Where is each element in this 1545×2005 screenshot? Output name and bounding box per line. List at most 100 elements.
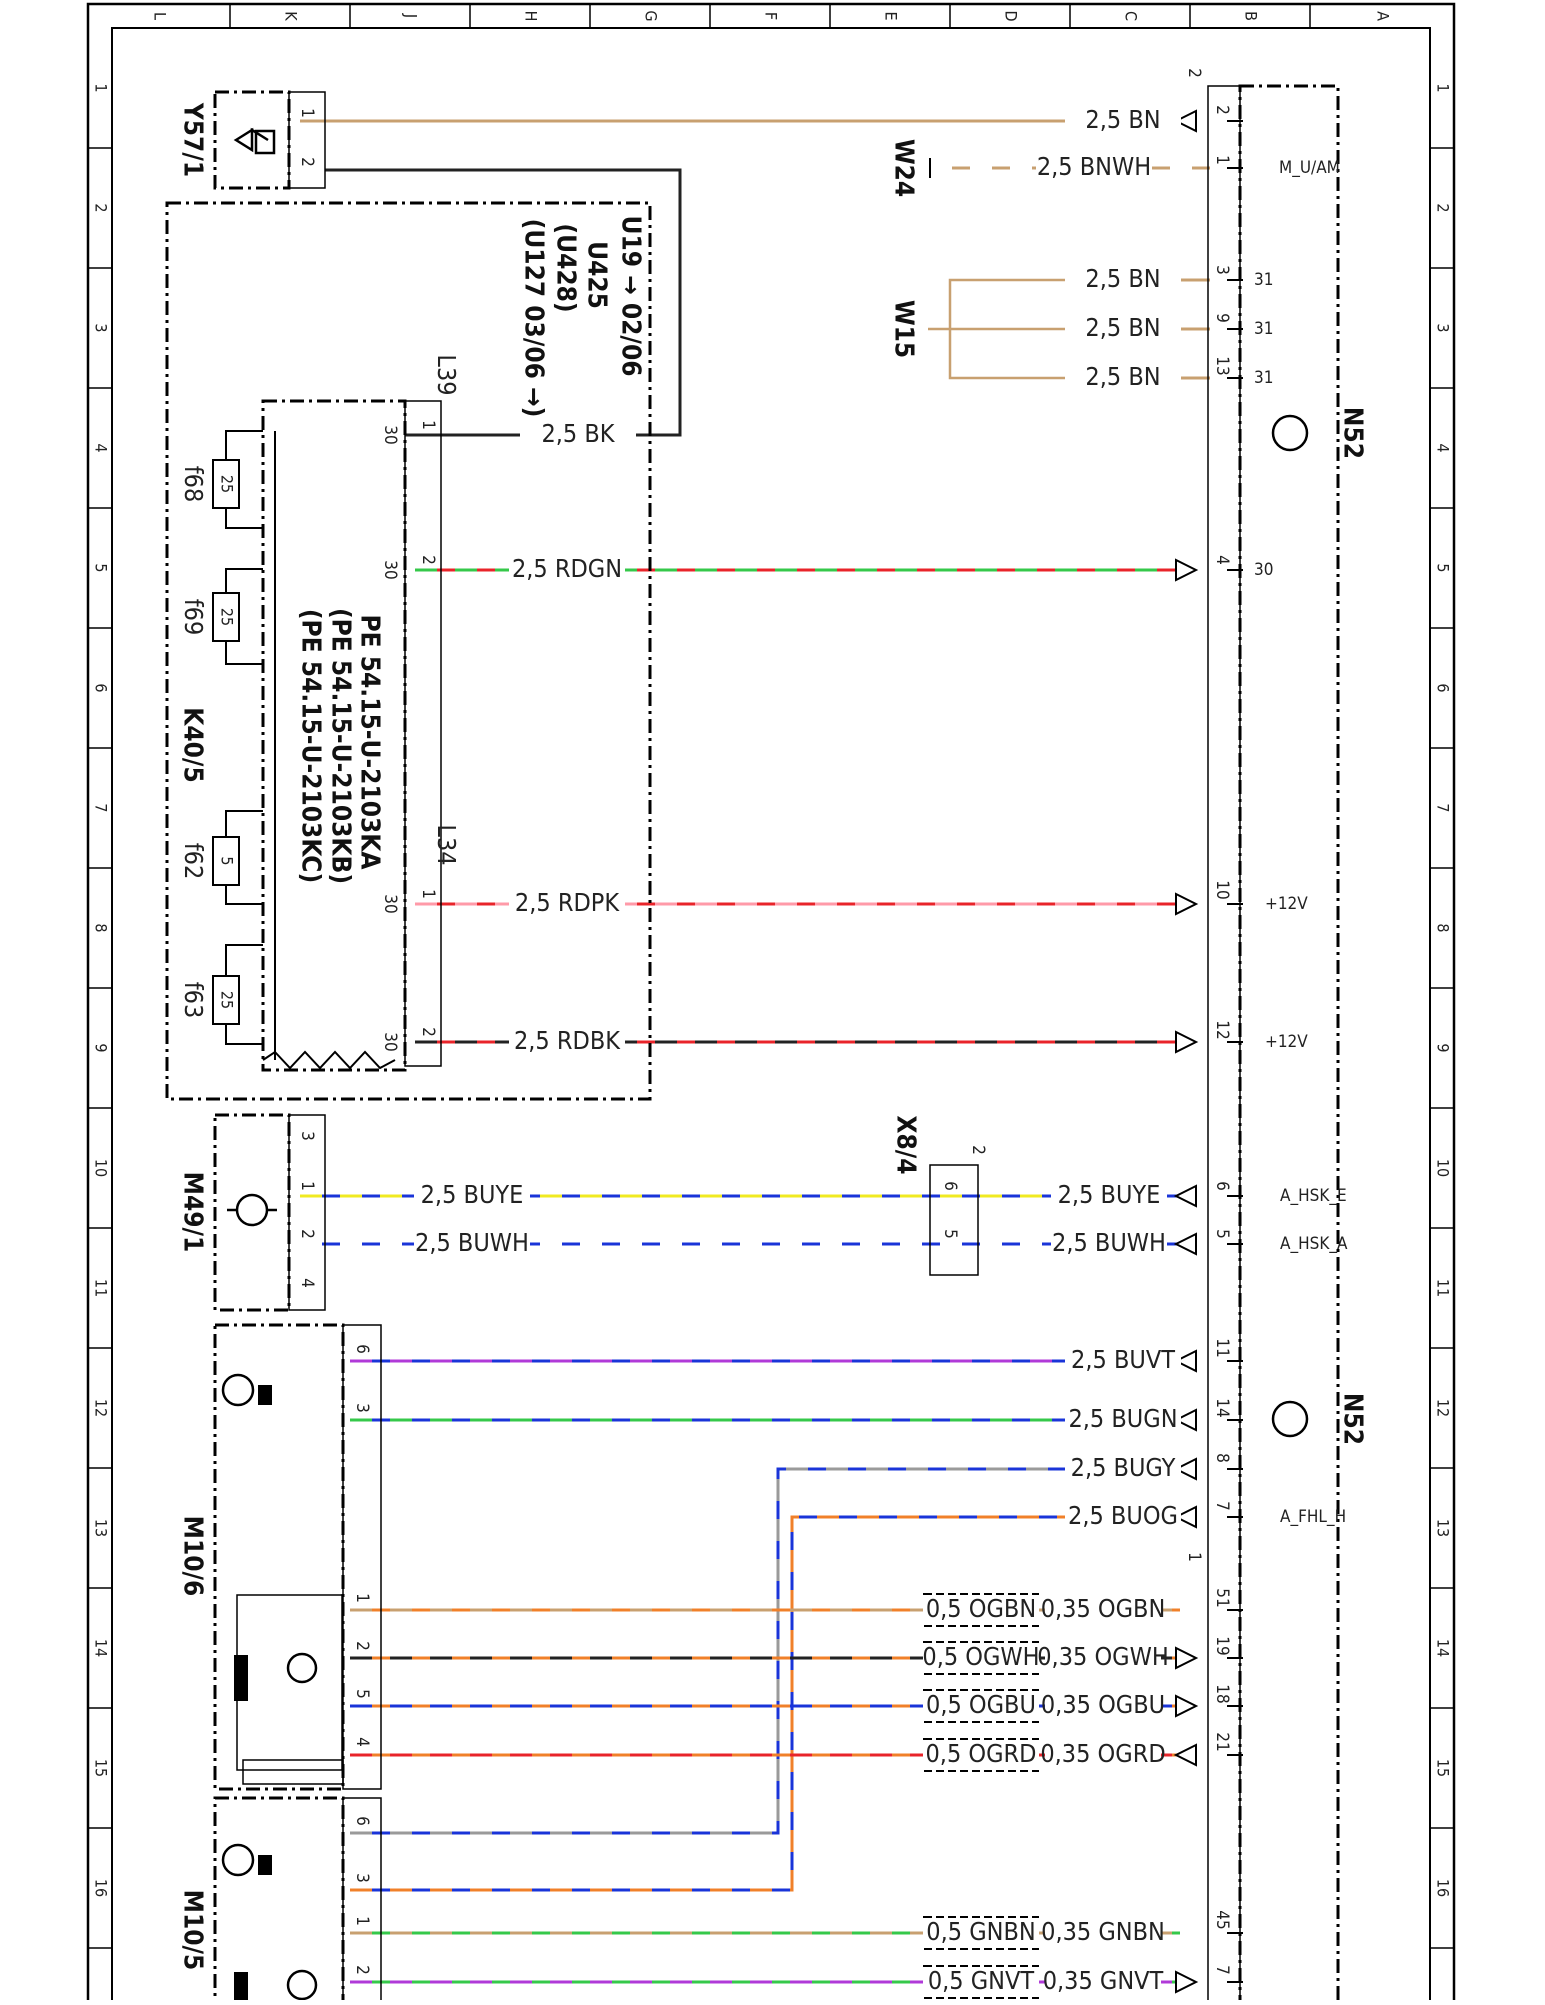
pin-number: 1 — [418, 889, 438, 899]
y57-connector — [288, 91, 326, 189]
connector-l39: L39 — [432, 354, 461, 395]
wire-label-bg — [923, 1740, 1039, 1770]
wire-label-bg — [1065, 1346, 1181, 1376]
pin-number: 11 — [1212, 1338, 1232, 1357]
pin-number: 2 — [1212, 105, 1232, 115]
row-label-right: 14 — [1434, 1639, 1453, 1657]
pin-number: 2 — [418, 1027, 438, 1037]
pin-number: 5 — [1212, 1229, 1232, 1239]
connector-arrow — [1173, 1743, 1197, 1767]
component-k40-5: K40/5 — [178, 707, 208, 783]
wire-label: 0,35 OGRD — [1040, 1739, 1165, 1768]
wire-label-bg — [1065, 265, 1181, 295]
signal-name: 30 — [1254, 560, 1273, 580]
signal-name: 31 — [1254, 319, 1273, 339]
pin-number: 8 — [1212, 1453, 1232, 1463]
pin-number: 5 — [352, 1689, 372, 1699]
connector-arrow — [1173, 1408, 1197, 1432]
signal-name: +12V — [1265, 1032, 1308, 1052]
signal-name: 31 — [1254, 368, 1273, 388]
wire-label: 2,5 BNWH — [1037, 152, 1151, 181]
pin-number: 6 — [352, 1816, 372, 1826]
connector-arrow — [1173, 1505, 1197, 1529]
pin-number: 2 — [352, 1641, 372, 1651]
pin-number: 1 — [1184, 1552, 1204, 1562]
fuse-label-f69: f69 — [179, 599, 208, 636]
fuse-f68 — [212, 459, 240, 509]
wire-label-bg — [509, 555, 625, 585]
pin-number: 21 — [1212, 1732, 1232, 1751]
wire-label-bg — [1065, 1454, 1181, 1484]
row-label-right: 13 — [1434, 1519, 1453, 1537]
m10-6-motor-symbol — [221, 1373, 255, 1407]
pin-number: 30 — [380, 894, 400, 913]
row-label-left: 13 — [92, 1519, 111, 1537]
note-u19: U19 → 02/06 — [616, 215, 646, 376]
pin-number: 3 — [1212, 265, 1232, 275]
pin-number: 10 — [1212, 880, 1232, 899]
row-label-right: 11 — [1434, 1279, 1453, 1297]
wire-label-bg — [923, 1691, 1039, 1721]
signal-name: M_U/AM — [1279, 158, 1340, 178]
wire-label-bg — [923, 1967, 1039, 1997]
k40-break-line — [262, 1050, 396, 1070]
signal-name: A_HSK_A — [1280, 1234, 1348, 1254]
wire-label: 2,5 RDBK — [514, 1026, 621, 1055]
connector-arrow — [1175, 1030, 1199, 1054]
wire-label: 2,5 RDPK — [515, 888, 620, 917]
row-label-right: 1 — [1434, 83, 1453, 92]
signal-name: A_FHL_H — [1280, 1507, 1346, 1527]
pin-number: 1 — [297, 108, 317, 118]
wire-label: 0,5 GNVT — [928, 1966, 1035, 1995]
wire-label-bg — [520, 420, 636, 450]
pin-number: 6 — [352, 1344, 372, 1354]
column-label: E — [882, 11, 901, 20]
column-label: K — [282, 11, 301, 21]
pin-number: 2 — [297, 157, 317, 167]
wire-label-bg — [1051, 1181, 1167, 1211]
m10-5-motor-symbol — [221, 1843, 255, 1877]
wire-label-bg — [1036, 153, 1152, 183]
m10-5-motor-brush-icon — [258, 1855, 272, 1875]
wire-label: 2,5 BN — [1085, 313, 1160, 342]
m49-1-outline — [213, 1113, 291, 1312]
column-label: L — [151, 12, 170, 20]
row-label-left: 16 — [92, 1879, 111, 1897]
row-label-right: 2 — [1434, 203, 1453, 212]
row-label-left: 9 — [92, 1043, 111, 1052]
pin-number: 51 — [1212, 1588, 1232, 1607]
m10-6-hall-sensor-box — [236, 1594, 343, 1771]
wire-label-bg — [1065, 1405, 1181, 1435]
component-m10-6: M10/6 — [178, 1516, 208, 1597]
row-label-right: 16 — [1434, 1879, 1453, 1897]
wire-label-bg — [1045, 1595, 1161, 1625]
component-w15: W15 — [889, 300, 919, 358]
wire-label: 0,5 GNBN — [926, 1917, 1035, 1946]
pin-number: 1 — [352, 1593, 372, 1603]
pin-number: 4 — [1212, 555, 1232, 565]
fuse-f62-lead-top — [225, 810, 263, 837]
connector-arrow — [1175, 1646, 1199, 1670]
pin-number: 1 — [1212, 155, 1232, 165]
column-label: C — [1122, 11, 1141, 21]
fuse-f63-lead-bottom — [225, 1024, 263, 1045]
row-label-right: 10 — [1434, 1159, 1453, 1177]
component-n52-bottom: N52 — [1338, 1393, 1368, 1445]
m10-5-outline — [213, 1796, 345, 2005]
pin-number: 18 — [1212, 1684, 1232, 1703]
row-label-left: 14 — [92, 1639, 111, 1657]
fuse-f69-lead-bottom — [225, 641, 263, 665]
connector-arrow — [1173, 1232, 1197, 1256]
wire-label: 2,5 BUYE — [1058, 1180, 1161, 1209]
wire-label: 2,5 BUVT — [1071, 1345, 1175, 1374]
fuse-label-f68: f68 — [179, 466, 208, 503]
wire-label: 0,5 OGBU — [926, 1690, 1036, 1719]
wire-label: 2,5 BUGN — [1068, 1404, 1177, 1433]
wire-label-bg — [414, 1229, 530, 1259]
wire-label: 2,5 BN — [1085, 105, 1160, 134]
row-label-left: 15 — [92, 1759, 111, 1777]
row-label-left: 10 — [92, 1159, 111, 1177]
wire-label-bg — [1065, 314, 1181, 344]
column-label: A — [1374, 11, 1393, 21]
